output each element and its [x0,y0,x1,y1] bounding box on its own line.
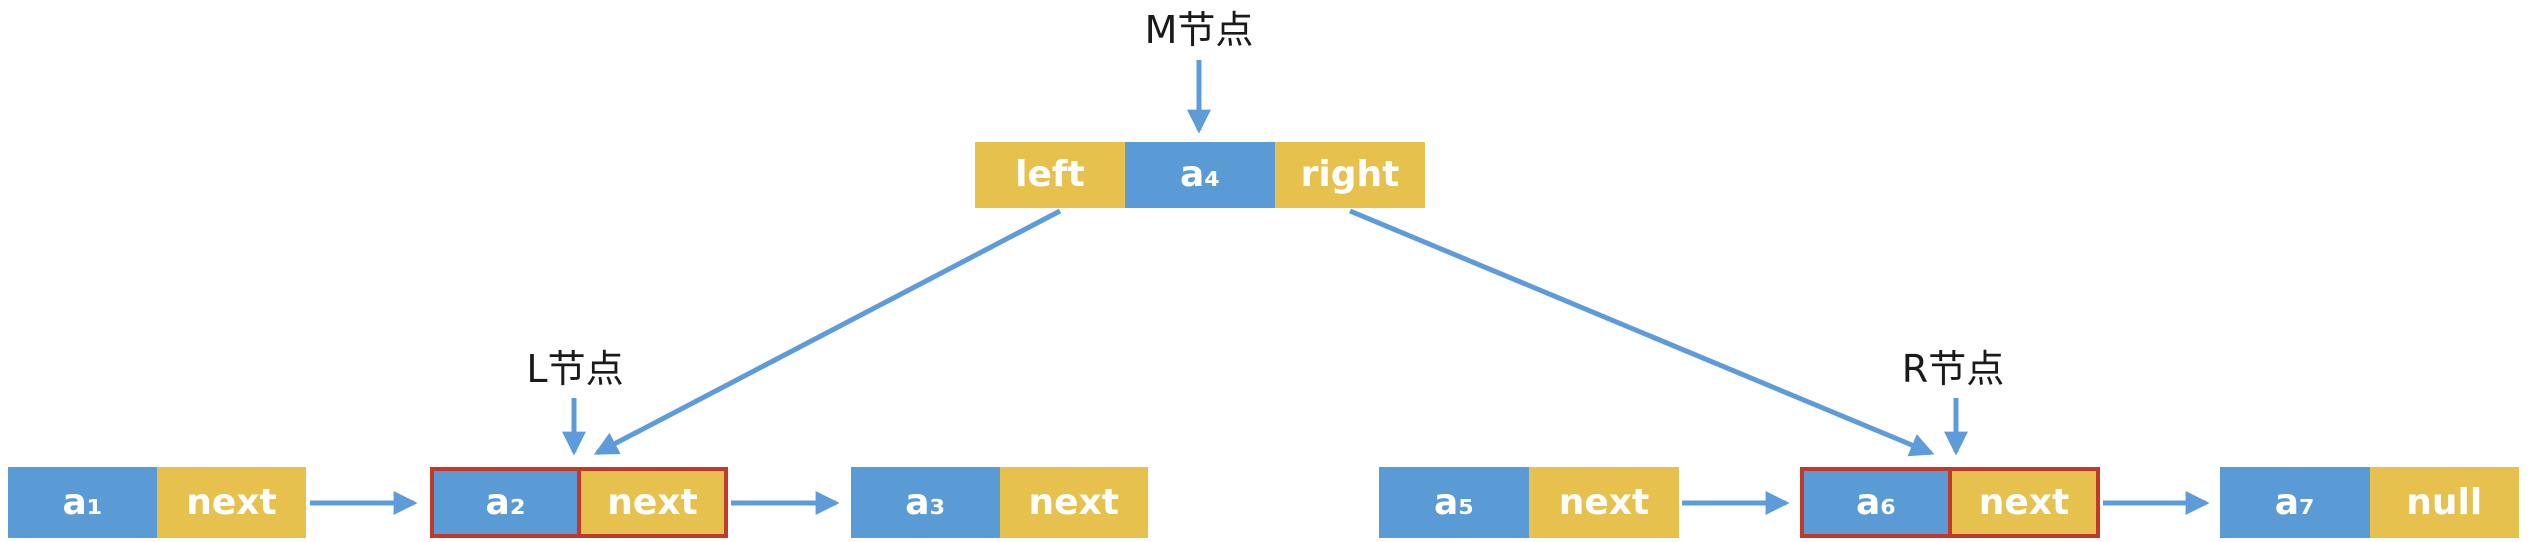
node-a1-pointer-cell: next [157,467,306,538]
m-node-right-cell: right [1275,142,1425,208]
node-a7-value-cell: a₇ [2220,467,2370,538]
m-node: left a₄ right [975,142,1425,208]
node-a2: a₂ next [430,467,728,538]
node-a6: a₆ next [1800,467,2100,538]
node-a3: a₃ next [851,467,1148,538]
r-node-label: R节点 [1901,347,2005,391]
node-a3-pointer-cell: next [999,467,1148,538]
node-a5: a₅ next [1379,467,1679,538]
m-node-label: M节点 [1144,8,1254,52]
node-a5-value-cell: a₅ [1379,467,1529,538]
arrow-left-pointer-to-a2 [593,208,1062,456]
node-a5-pointer-cell: next [1529,467,1679,538]
node-a2-pointer-cell: next [577,471,724,534]
node-a1: a₁ next [8,467,306,538]
node-a7-pointer-cell: null [2369,467,2519,538]
node-a3-value-cell: a₃ [851,467,1000,538]
node-a2-value-cell: a₂ [434,471,577,534]
l-node-label: L节点 [526,347,624,391]
node-a6-value-cell: a₆ [1804,471,1948,534]
node-a1-value-cell: a₁ [8,467,157,538]
node-a7: a₇ null [2220,467,2519,538]
m-node-left-cell: left [975,142,1125,208]
arrow-right-pointer-to-a6 [1349,208,1935,457]
m-node-value-cell: a₄ [1125,142,1275,208]
node-a6-pointer-cell: next [1948,471,2096,534]
